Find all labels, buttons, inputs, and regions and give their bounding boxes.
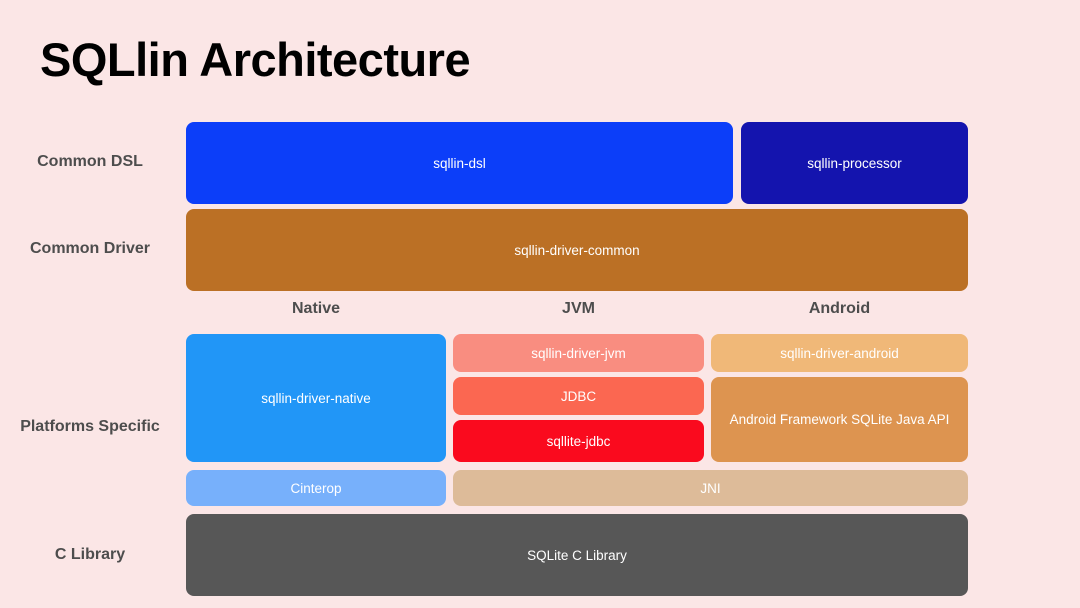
platform-header-native: Native: [291, 300, 341, 317]
box-sqllin-dsl: sqllin-dsl: [186, 122, 733, 204]
box-sqlite-c-library: SQLite C Library: [186, 514, 968, 596]
box-sqllin-driver-android: sqllin-driver-android: [711, 334, 968, 372]
box-sqllin-driver-common: sqllin-driver-common: [186, 209, 968, 291]
box-sqllin-processor: sqllin-processor: [741, 122, 968, 204]
row-label-platforms-specific: Platforms Specific: [20, 418, 160, 435]
row-label-common-dsl: Common DSL: [37, 153, 143, 170]
platform-header-jvm: JVM: [562, 300, 595, 317]
box-sqllite-jdbc: sqllite-jdbc: [453, 420, 704, 462]
platform-header-android: Android: [808, 300, 871, 317]
box-sqllin-driver-jvm: sqllin-driver-jvm: [453, 334, 704, 372]
box-jdbc: JDBC: [453, 377, 704, 415]
box-sqllin-driver-native: sqllin-driver-native: [186, 334, 446, 462]
row-label-common-driver: Common Driver: [29, 240, 151, 257]
box-jni: JNI: [453, 470, 968, 506]
box-android-framework-sqlite-java-api: Android Framework SQLite Java API: [711, 377, 968, 462]
box-cinterop: Cinterop: [186, 470, 446, 506]
row-label-c-library: C Library: [54, 546, 126, 563]
page-title: SQLlin Architecture: [40, 33, 471, 86]
